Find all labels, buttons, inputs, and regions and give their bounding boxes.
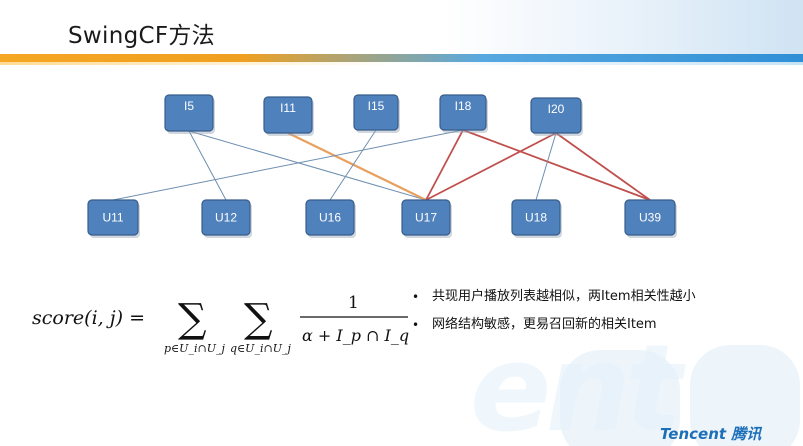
bullet-text: 网络结构敏感，更易召回新的相关Item — [432, 317, 657, 332]
header-band — [0, 0, 803, 62]
item-node-i5: I5 — [164, 94, 215, 134]
edge-i15-u16 — [329, 129, 377, 201]
bullet-marker: • — [412, 290, 420, 304]
user-node-u17: U17 — [401, 199, 452, 238]
header-divider-glow — [0, 62, 803, 65]
bullet-marker: • — [412, 318, 420, 332]
item-node-label: I11 — [280, 101, 296, 115]
item-node-box — [530, 97, 582, 134]
item-node-label: I15 — [368, 99, 385, 113]
edge-i18-u17 — [425, 129, 464, 201]
user-node-label: U16 — [319, 211, 341, 225]
sum-symbol-2: ∑ — [244, 296, 273, 342]
user-node-label: U12 — [215, 211, 237, 225]
user-node-box — [624, 199, 676, 236]
user-node-label: U11 — [102, 211, 123, 225]
edge-i20-u18 — [535, 132, 557, 201]
user-node-box — [87, 199, 139, 236]
user-node-label: U39 — [639, 211, 661, 225]
user-node-label: U18 — [525, 211, 547, 225]
user-node-u11: U11 — [87, 199, 140, 238]
score-formula: score(i, j) = ∑ p∈U_i∩U_j ∑ q∈U_i∩U_j 1 … — [32, 293, 409, 355]
tencent-logo: Tencent 腾讯 — [660, 425, 762, 443]
item-node-label: I18 — [455, 99, 472, 113]
item-node-box — [263, 96, 313, 134]
watermark-shape — [690, 345, 800, 446]
item-node-i11: I11 — [263, 96, 314, 136]
item-node-label: I5 — [184, 99, 194, 113]
bullet-item: • 网络结构敏感，更易召回新的相关Item — [412, 315, 797, 343]
edge-i20-u17 — [425, 132, 557, 201]
item-node-i15: I15 — [353, 94, 400, 133]
user-node-label: U17 — [415, 211, 437, 225]
watermark-shape — [560, 350, 680, 446]
item-node-label: I20 — [548, 102, 565, 116]
bullet-item: • 共现用户播放列表越相似，两Item相关性越小 — [412, 287, 797, 315]
watermark-text: ent — [470, 320, 682, 446]
edge-i18-u39 — [462, 129, 651, 201]
sum-symbol-1: ∑ — [178, 296, 207, 342]
edges-layer — [112, 129, 651, 201]
user-node-u12: U12 — [201, 199, 252, 238]
user-node-box — [511, 199, 561, 236]
edge-i20-u39 — [555, 132, 651, 201]
item-node-i18: I18 — [439, 94, 488, 133]
fraction-numerator: 1 — [348, 293, 359, 313]
bullet-text: 共现用户播放列表越相似，两Item相关性越小 — [432, 289, 696, 304]
user-node-box — [305, 199, 355, 236]
edge-i18-u11 — [112, 129, 464, 201]
user-node-u16: U16 — [305, 199, 356, 238]
edge-i11-u17 — [287, 132, 427, 201]
user-node-u18: U18 — [511, 199, 562, 238]
item-node-box — [439, 94, 487, 131]
user-node-u39: U39 — [624, 199, 677, 238]
user-node-box — [201, 199, 251, 236]
slide-title: SwingCF方法 — [68, 23, 215, 49]
header-divider — [0, 54, 803, 62]
formula-lhs: score(i, j) = — [32, 307, 145, 329]
fraction-denominator: α + I_p ∩ I_q — [302, 326, 409, 345]
sum1-subscript: p∈U_i∩U_j — [164, 342, 225, 355]
user-node-box — [401, 199, 451, 236]
bullet-list: • 共现用户播放列表越相似，两Item相关性越小 • 网络结构敏感，更易召回新的… — [412, 287, 797, 343]
item-node-i20: I20 — [530, 97, 583, 136]
item-node-box — [164, 94, 214, 132]
edge-i5-u17 — [188, 130, 427, 201]
sum2-subscript: q∈U_i∩U_j — [230, 342, 291, 355]
edge-i5-u12 — [188, 130, 227, 201]
item-node-box — [353, 94, 399, 131]
